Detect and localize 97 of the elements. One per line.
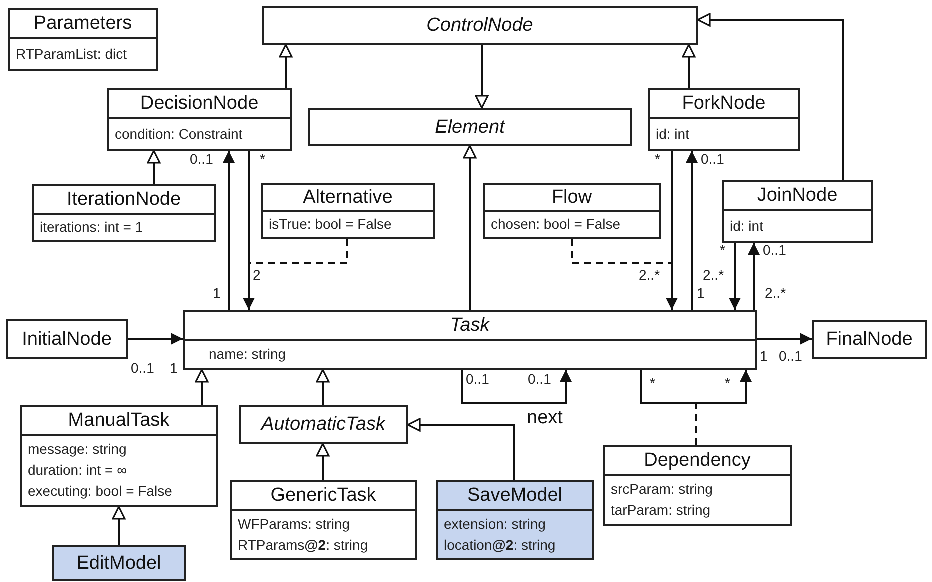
class-name: Element [435, 118, 505, 136]
attribute-text: id: int [656, 124, 690, 144]
multiplicity-label: * [260, 152, 266, 166]
class-name: Flow [552, 188, 592, 207]
class-name: GenericTask [270, 486, 376, 505]
attribute-text: executing: bool = False [28, 482, 174, 501]
multiplicity-label: * [725, 376, 730, 390]
inheritance-arrow [407, 418, 515, 480]
association-arrow [243, 151, 255, 310]
association-arrow [757, 333, 812, 345]
multiplicity-label: 2..* [639, 268, 660, 282]
class-box [230, 480, 417, 560]
attribute-text: tarParam: string [611, 501, 712, 520]
attribute-text: isTrue: bool = False [269, 215, 393, 234]
association-arrow [461, 370, 572, 404]
class-name: InitialNode [22, 330, 112, 348]
class-box [308, 108, 632, 146]
attribute-text: location@2: string [444, 536, 557, 555]
class-box [722, 180, 873, 243]
class-name: Alternative [303, 188, 393, 207]
multiplicity-label: 1 [760, 349, 768, 363]
multiplicity-label: 0..1 [190, 152, 214, 166]
association-arrow [748, 243, 760, 310]
class-name: AutomaticTask [262, 415, 386, 434]
class-box [648, 88, 800, 151]
attribute-text: duration: int = ∞ [28, 461, 128, 480]
association-arrow [666, 151, 678, 310]
class-name: ForkNode [682, 94, 766, 113]
multiplicity-label: 2 [253, 268, 261, 282]
multiplicity-label: 0..1 [779, 349, 802, 363]
class-box [6, 319, 128, 359]
attribute-text: name: string [209, 345, 288, 364]
attribute-text: RTParamList: dict [16, 44, 128, 64]
multiplicity-label: 0..1 [701, 152, 724, 166]
association-arrow [640, 370, 752, 404]
attribute-text: chosen: bool = False [491, 215, 622, 234]
class-name: ControlNode [426, 16, 534, 35]
multiplicity-label: 1 [170, 361, 178, 375]
attribute-text: message: string [28, 440, 128, 459]
class-name: Parameters [34, 14, 132, 33]
class-box [52, 545, 186, 581]
inheritance-arrow [463, 145, 477, 310]
multiplicity-label: * [720, 243, 726, 257]
class-box [603, 445, 792, 526]
multiplicity-label: 1 [697, 286, 705, 300]
class-box [32, 184, 216, 242]
multiplicity-label: 0..1 [763, 243, 786, 257]
class-box [262, 6, 698, 45]
attribute-text: condition: Constraint [115, 124, 244, 144]
inheritance-arrow [316, 443, 330, 480]
inheritance-arrow [316, 369, 330, 405]
class-name: EditModel [76, 554, 162, 572]
dashed-connector [249, 239, 348, 264]
class-name: FinalNode [826, 330, 913, 349]
class-box [436, 480, 594, 560]
multiplicity-label: * [650, 376, 656, 390]
multiplicity-label: 0..1 [466, 372, 490, 386]
association-arrow [729, 243, 741, 310]
attribute-text: srcParam: string [611, 480, 714, 499]
class-name: JoinNode [757, 186, 838, 205]
inheritance-arrow [112, 506, 126, 545]
attribute-text: WFParams: string [238, 514, 352, 534]
inheritance-arrow [697, 13, 844, 180]
inheritance-arrow [682, 44, 696, 88]
inheritance-arrow [475, 45, 489, 109]
dashed-connector [695, 403, 697, 445]
attribute-text: id: int [730, 216, 764, 236]
class-box [20, 405, 218, 507]
multiplicity-label: * [655, 152, 660, 166]
association-arrow [223, 151, 235, 310]
inheritance-arrow [147, 150, 161, 184]
class-name: Task [450, 316, 490, 335]
class-name: DecisionNode [140, 94, 259, 113]
class-name: IterationNode [66, 190, 182, 209]
association-arrow [686, 151, 698, 310]
multiplicity-label: 1 [213, 286, 221, 300]
class-box [812, 320, 927, 359]
multiplicity-label: 0..1 [528, 372, 552, 386]
class-box [483, 183, 661, 239]
class-box [8, 8, 158, 71]
association-arrow [128, 333, 183, 345]
class-name: ManualTask [68, 411, 170, 430]
multiplicity-label: 2..* [765, 286, 786, 300]
inheritance-arrow [279, 44, 293, 88]
multiplicity-label: 0..1 [131, 361, 154, 375]
class-name: Dependency [644, 451, 751, 470]
class-box [107, 88, 292, 151]
multiplicity-label: 2..* [703, 268, 724, 282]
attribute-text: iterations: int = 1 [40, 218, 144, 237]
class-box [239, 405, 408, 444]
inheritance-arrow [195, 369, 209, 405]
class-name: SaveModel [467, 486, 563, 505]
class-box [261, 183, 435, 239]
attribute-text: extension: string [444, 514, 547, 534]
attribute-text: RTParams@2: string [238, 536, 370, 555]
class-box [183, 310, 757, 370]
dashed-connector [571, 239, 672, 264]
